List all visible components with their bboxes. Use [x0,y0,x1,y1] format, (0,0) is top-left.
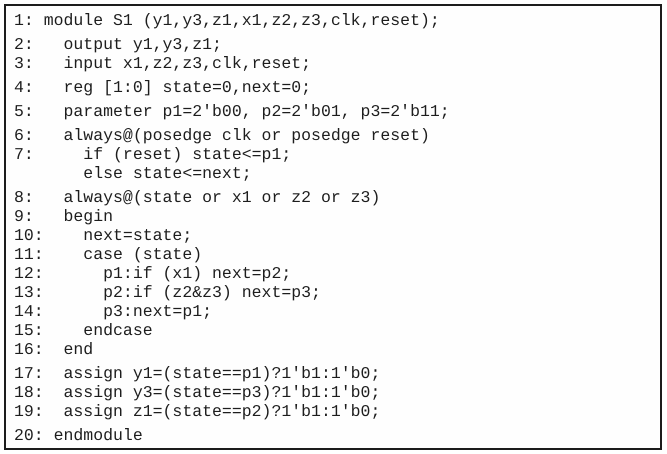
code-line-8: 8: always@(state or x1 or z2 or z3) [14,188,381,207]
code-line-11: 11: case (state) [14,245,203,264]
code-line-16: 16: end [14,340,94,359]
code-line-5: 5: parameter p1=2'b00, p2=2'b01, p3=2'b1… [14,102,450,121]
verilog-code-listing: 1: module S1 (y1,y3,z1,x1,z2,z3,clk,rese… [14,11,654,445]
code-line-13: 13: p2:if (z2&z3) next=p3; [14,283,321,302]
code-line-2: 2: output y1,y3,z1; [14,35,222,54]
code-line-20: 20: endmodule [14,426,143,445]
code-line-10: 10: next=state; [14,226,193,245]
code-line-3: 3: input x1,z2,z3,clk,reset; [14,54,312,73]
code-line-7: 7: if (reset) state<=p1; [14,145,292,164]
code-line-19: 19: assign z1=(state==p2)?1'b1:1'b0; [14,402,381,421]
code-line-12: 12: p1:if (x1) next=p2; [14,264,292,283]
code-line-18: 18: assign y3=(state==p3)?1'b1:1'b0; [14,383,381,402]
code-line-1: 1: module S1 (y1,y3,z1,x1,z2,z3,clk,rese… [14,11,440,30]
code-line-6: 6: always@(posedge clk or posedge reset) [14,126,430,145]
code-line-15: 15: endcase [14,321,153,340]
code-line-7-else: else state<=next; [14,164,252,183]
code-line-4: 4: reg [1:0] state=0,next=0; [14,78,312,97]
code-line-9: 9: begin [14,207,114,226]
code-line-17: 17: assign y1=(state==p1)?1'b1:1'b0; [14,364,381,383]
code-listing-frame: 1: module S1 (y1,y3,z1,x1,z2,z3,clk,rese… [4,4,662,450]
code-line-14: 14: p3:next=p1; [14,302,213,321]
